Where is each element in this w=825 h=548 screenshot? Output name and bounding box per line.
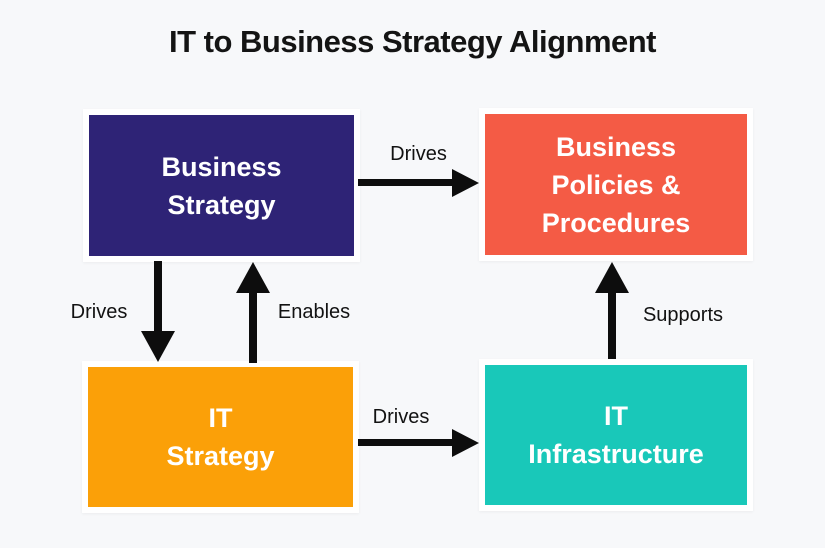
node-it-infrastructure: IT Infrastructure [479,359,753,511]
arrow-business-strategy-to-policies [358,169,479,197]
node-it-strategy-label: IT Strategy [166,403,275,471]
edge-label-drives-bottom: Drives [372,406,430,428]
node-business-policies-procedures-label: Business Policies & Procedures [541,131,691,238]
arrow-shaft [608,291,616,359]
arrow-head-up-icon [236,262,270,293]
node-business-policies-procedures: Business Policies & Procedures [479,108,753,261]
arrow-it-strategy-to-it-infrastructure [358,429,479,457]
node-business-strategy: Business Strategy [83,109,360,262]
arrow-head-right-icon [452,429,479,457]
arrow-shaft [154,261,162,333]
edge-label-drives-top: Drives [390,143,447,165]
arrow-it-infrastructure-to-policies [595,262,629,359]
arrow-shaft [358,179,453,186]
page-title: IT to Business Strategy Alignment [168,24,657,59]
edge-label-supports: Supports [642,304,724,326]
arrow-head-up-icon [595,262,629,293]
edge-label-enables: Enables [277,301,351,323]
node-it-infrastructure-label: IT Infrastructure [528,401,704,469]
node-business-strategy-label: Business Strategy [161,151,282,220]
arrow-it-strategy-to-business-strategy [236,262,270,363]
arrow-shaft [249,291,257,363]
arrow-head-down-icon [141,331,175,362]
edge-label-drives-left: Drives [70,301,128,323]
node-it-strategy: IT Strategy [82,361,359,513]
arrow-business-strategy-to-it-strategy [141,261,175,362]
arrow-shaft [358,439,453,446]
arrow-head-right-icon [452,169,479,197]
